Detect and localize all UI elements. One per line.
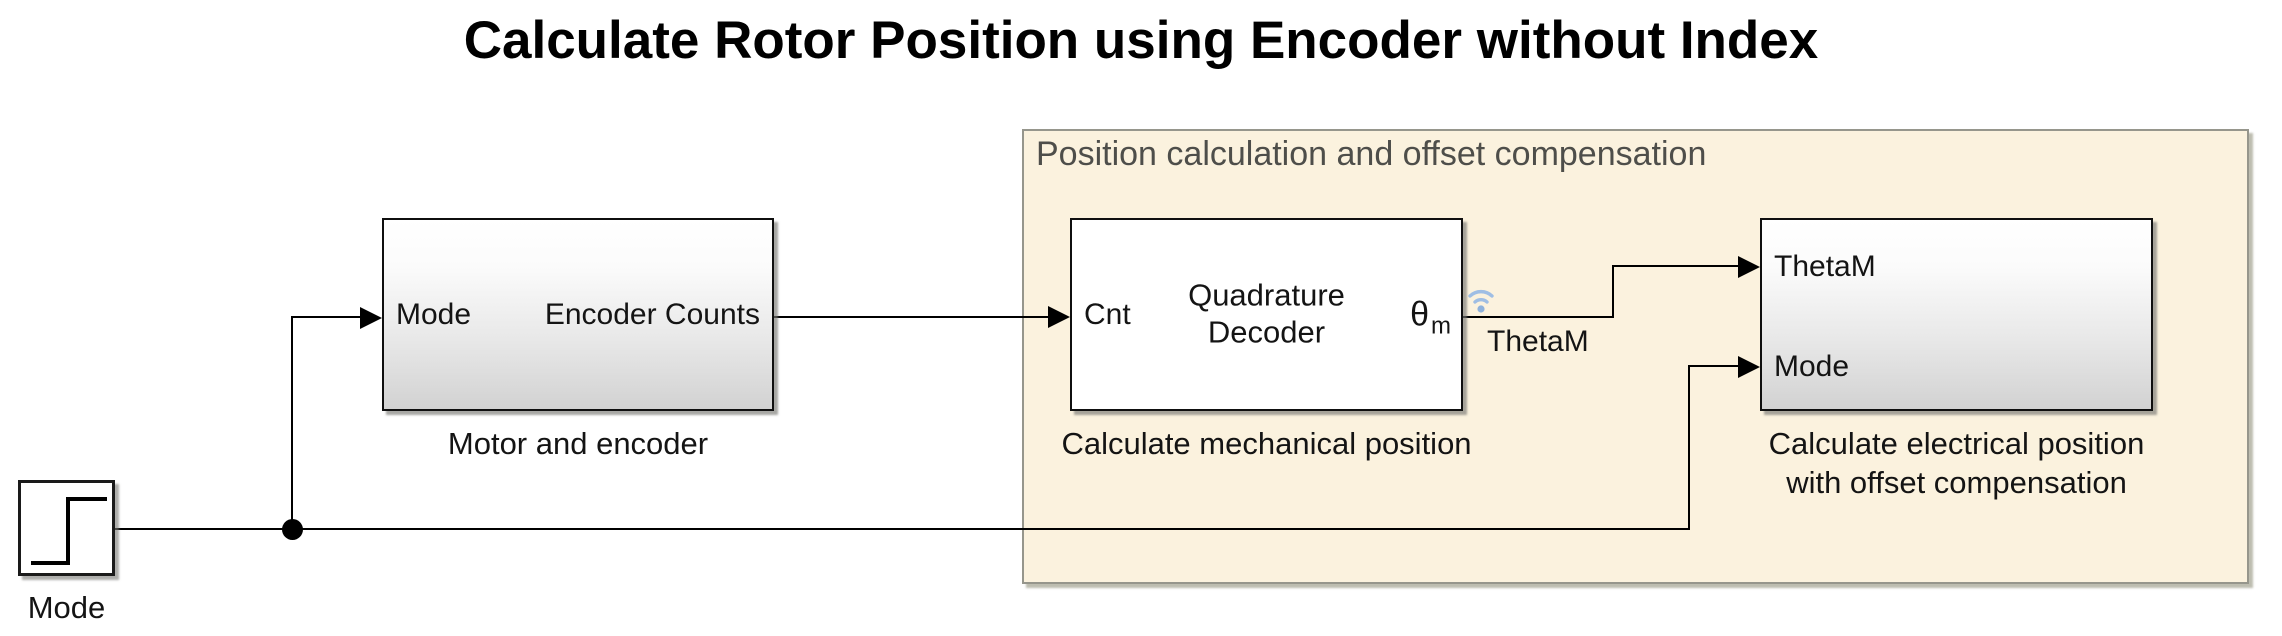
electrical-mode-port-label: Mode [1774, 350, 1850, 383]
quadrature-decoder-block[interactable]: Cnt θm Quadrature Decoder Calculate mech… [1061, 218, 1472, 461]
arrowhead-motor-mode[interactable] [360, 307, 382, 329]
signal-label-thetam[interactable]: ThetaM [1487, 325, 1589, 358]
wire-mode-bus[interactable] [113, 528, 1690, 530]
quadrature-caption: Calculate mechanical position [1061, 426, 1472, 461]
step-source-block[interactable]: Mode [18, 480, 115, 625]
arrowhead-quadrature-cnt[interactable] [1048, 306, 1070, 328]
electrical-caption-line2: with offset compensation [1786, 465, 2127, 500]
electrical-caption: Calculate electrical position with offse… [1568, 424, 2282, 502]
quadrature-cnt-port-label: Cnt [1084, 297, 1131, 331]
electrical-thetam-port-label: ThetaM [1774, 250, 1876, 283]
step-source-caption: Mode [27, 590, 106, 625]
wire-into-motor-mode[interactable] [291, 316, 361, 318]
wire-into-electrical-mode[interactable] [1688, 365, 1740, 367]
wire-thetam-horizontal[interactable] [1463, 316, 1614, 318]
diagram-title: Calculate Rotor Position using Encoder w… [463, 11, 1819, 70]
motor-mode-port-label: Mode [396, 297, 472, 331]
motor-encoder-counts-port-label: Encoder Counts [544, 297, 760, 331]
motor-and-encoder-caption: Motor and encoder [447, 426, 709, 461]
quadrature-name-line2: Decoder [1207, 314, 1326, 350]
wire-thetam-into-port[interactable] [1612, 265, 1740, 267]
wire-thetam-vertical[interactable] [1612, 266, 1614, 318]
signal-logging-wifi-icon [1468, 289, 1494, 313]
area-title: Position calculation and offset compensa… [1036, 135, 1707, 173]
electrical-position-block[interactable]: ThetaM Mode Calculate electrical positio… [1760, 218, 2153, 500]
theta-symbol: θ [1410, 295, 1429, 333]
arrowhead-electrical-thetam[interactable] [1738, 256, 1760, 278]
wire-encoder-counts[interactable] [774, 316, 1050, 318]
step-signal-icon [31, 497, 107, 565]
wire-junction-dot [282, 519, 303, 540]
wire-mode-branch-vertical[interactable] [291, 317, 293, 530]
quadrature-theta-port-label: θm [1410, 295, 1451, 339]
motor-and-encoder-block[interactable]: Mode Encoder Counts Motor and encoder [382, 218, 774, 461]
quadrature-name-line1: Quadrature [1188, 277, 1345, 313]
electrical-caption-line1: Calculate electrical position [1768, 426, 2145, 461]
theta-subscript: m [1431, 312, 1451, 339]
arrowhead-electrical-mode[interactable] [1738, 356, 1760, 378]
quadrature-decoder-name: Quadrature Decoder [1072, 276, 1461, 350]
wire-mode-riser[interactable] [1688, 366, 1690, 530]
